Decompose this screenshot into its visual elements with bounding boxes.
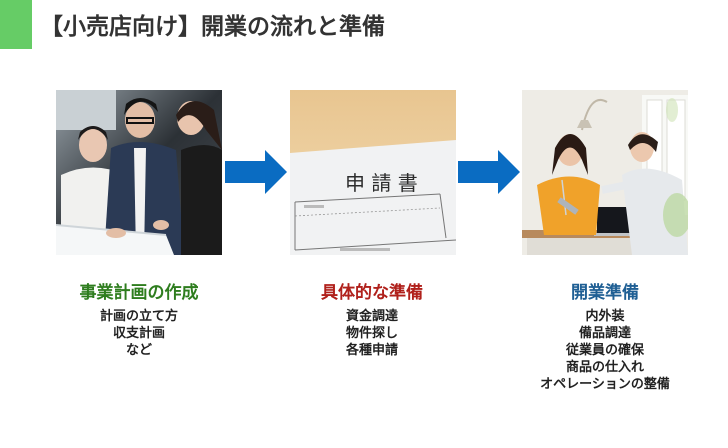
step-2-items: 資金調達 物件探し 各種申請 (262, 308, 482, 359)
step-3-title: 開業準備 (571, 283, 639, 303)
step-3-item: 従業員の確保 (565, 343, 644, 358)
step-1-item: など (125, 343, 152, 358)
step-2-item: 各種申請 (345, 343, 398, 358)
step-1-title: 事業計画の作成 (79, 283, 199, 303)
step-2-item: 資金調達 (345, 309, 398, 324)
step-1-item: 計画の立て方 (99, 309, 178, 324)
step-2-item: 物件探し (345, 326, 398, 341)
right-arrow-icon (458, 150, 520, 194)
form-heading-text: 申 請 書 (345, 171, 418, 195)
step-1-item: 収支計画 (112, 326, 165, 341)
step-3-item: 内外装 (585, 309, 625, 324)
business-planning-photo (56, 90, 222, 255)
step-1-items: 計画の立て方 収支計画 など (29, 308, 249, 359)
step-3-item: 商品の仕入れ (565, 360, 644, 375)
shop-staff-photo (522, 90, 688, 255)
page-title: 【小売店向け】開業の流れと準備 (40, 14, 385, 40)
step-3-item: オペレーションの整備 (540, 377, 670, 392)
step-2-title: 具体的な準備 (321, 283, 423, 303)
step-3-items: 内外装 備品調達 従業員の確保 商品の仕入れ オペレーションの整備 (495, 308, 715, 393)
right-arrow-icon (225, 150, 287, 194)
step-3-item: 備品調達 (578, 326, 631, 341)
title-accent-bar (0, 0, 32, 49)
application-form-photo: 申 請 書 (290, 90, 456, 255)
